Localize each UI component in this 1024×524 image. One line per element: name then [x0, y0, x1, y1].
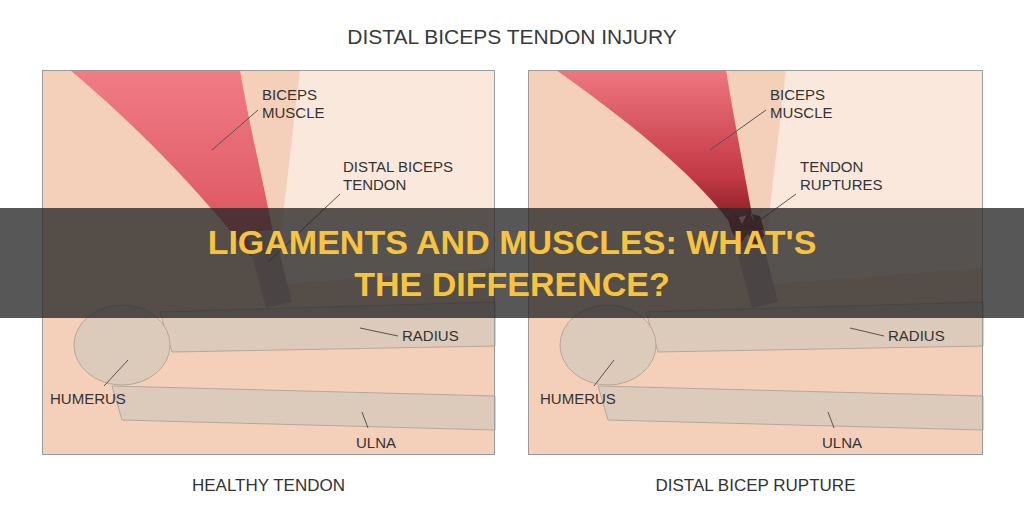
headline-band: LIGAMENTS AND MUSCLES: WHAT'S THE DIFFER… — [0, 208, 1024, 318]
part-label: BICEPS MUSCLE — [262, 86, 352, 122]
part-label: HUMERUS — [50, 390, 126, 408]
part-label: RADIUS — [888, 327, 945, 345]
part-label: BICEPS MUSCLE — [770, 86, 860, 122]
panel-caption: DISTAL BICEP RUPTURE — [529, 476, 982, 496]
part-label: HUMERUS — [540, 390, 616, 408]
part-label: DISTAL BICEPS TENDON — [343, 158, 468, 194]
part-label: TENDON RUPTURES — [800, 158, 910, 194]
part-label: ULNA — [822, 434, 862, 452]
diagram-title: DISTAL BICEPS TENDON INJURY — [0, 24, 1024, 50]
headline-text: LIGAMENTS AND MUSCLES: WHAT'S THE DIFFER… — [202, 221, 822, 305]
panel-caption: HEALTHY TENDON — [43, 476, 494, 496]
part-label: ULNA — [356, 434, 396, 452]
part-label: RADIUS — [402, 327, 459, 345]
